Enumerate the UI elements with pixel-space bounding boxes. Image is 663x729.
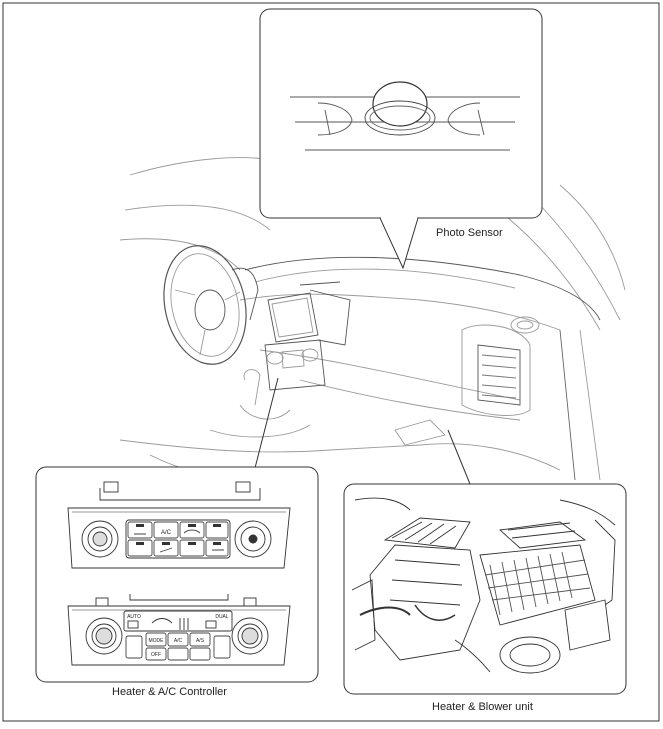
blower-unit-callout xyxy=(343,429,627,695)
as-button-label: A/S xyxy=(196,638,205,644)
mode-button-label: MODE xyxy=(149,638,165,644)
controller-callout: A/C xyxy=(35,377,319,683)
car-interior-drawing xyxy=(119,129,626,481)
auto-controller-panel xyxy=(67,594,291,666)
blower-unit-label: Heater & Blower unit xyxy=(432,701,533,713)
controller-leader-line xyxy=(254,377,279,469)
auto-ac-button-label: A/C xyxy=(174,638,183,644)
manual-controller-panel xyxy=(67,481,291,569)
manual-ac-button-label: A/C xyxy=(161,530,172,536)
photo-sensor-pointer xyxy=(379,217,419,270)
off-button-label: OFF xyxy=(151,652,161,658)
photo-sensor-label: Photo Sensor xyxy=(436,227,503,239)
blower-leader-line xyxy=(447,429,471,485)
auto-button-label: AUTO xyxy=(127,614,141,620)
blower-motor xyxy=(499,636,561,674)
photo-sensor-dome xyxy=(372,81,428,127)
blower-unit-drawing xyxy=(351,497,616,674)
auto-controller-display xyxy=(123,610,233,632)
photo-sensor-callout xyxy=(259,8,543,270)
controller-label: Heater & A/C Controller xyxy=(112,686,227,698)
dual-button-label: DUAL xyxy=(215,614,229,620)
